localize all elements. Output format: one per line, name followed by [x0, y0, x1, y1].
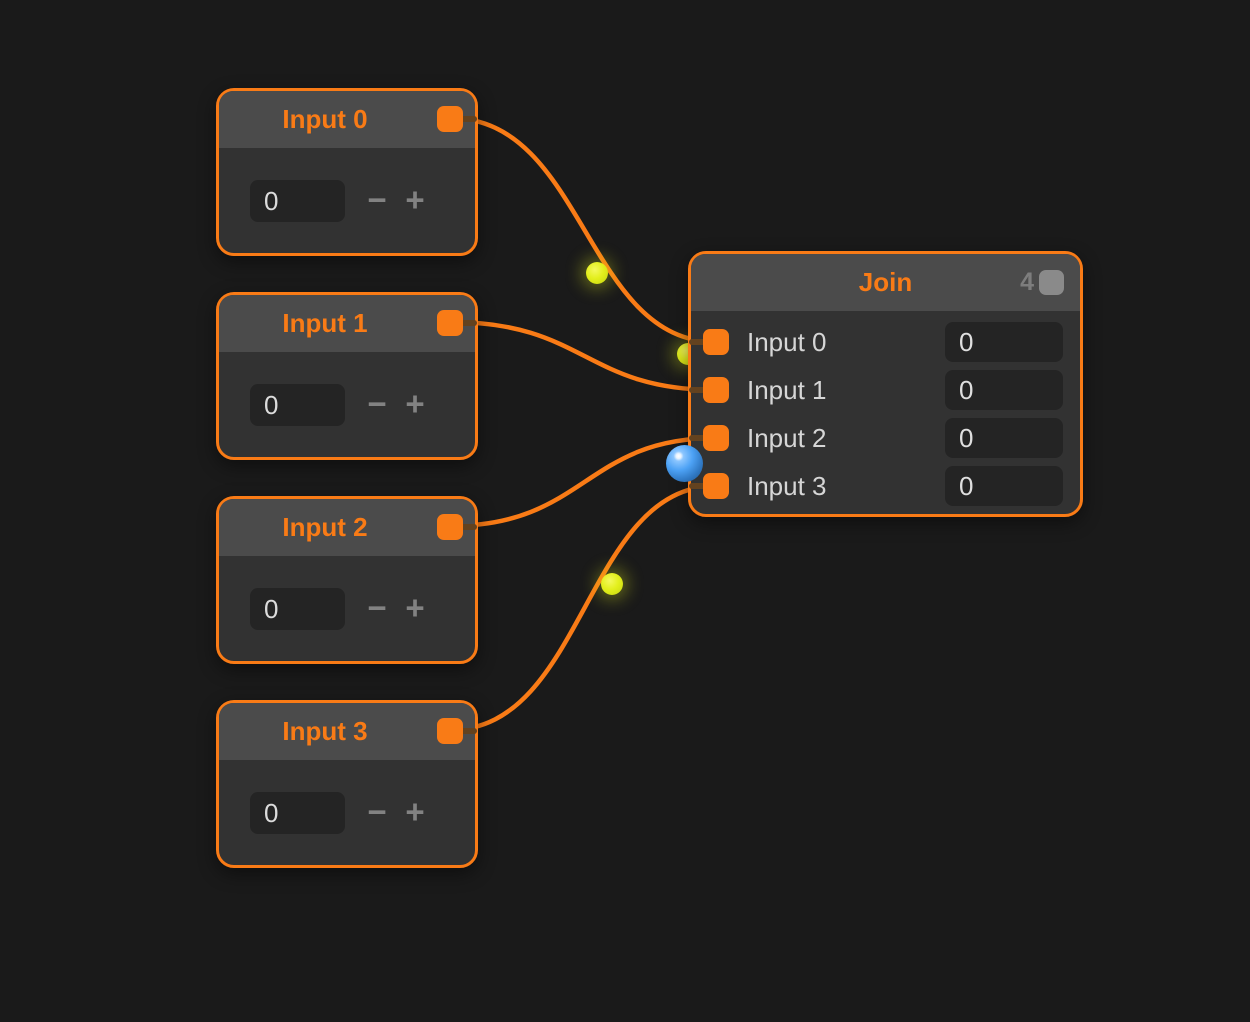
number-input[interactable]: 0	[250, 180, 345, 222]
node-header[interactable]: Input 3	[219, 703, 477, 760]
number-input[interactable]: 0	[250, 588, 345, 630]
decrement-button[interactable]: −	[367, 793, 387, 830]
port-count-badge: 4	[1020, 268, 1034, 296]
row-value-field[interactable]: 0	[945, 322, 1063, 362]
number-input[interactable]: 0	[250, 792, 345, 834]
node-header[interactable]: Input 0	[219, 91, 477, 148]
flow-particle	[586, 262, 608, 284]
input-node-1[interactable]: Input 1 0 − +	[216, 292, 478, 460]
wire-input1-to-join[interactable]	[447, 319, 719, 393]
row-label: Input 1	[747, 375, 827, 405]
wire-input0-to-join[interactable]	[447, 115, 719, 345]
node-title: Input 3	[282, 716, 368, 746]
wire-stub	[689, 339, 707, 345]
join-row-input2: Input 2 0	[689, 414, 1080, 462]
input-node-0[interactable]: Input 0 0 − +	[216, 88, 478, 256]
output-port[interactable]	[437, 514, 463, 540]
join-row-input1: Input 1 0	[689, 366, 1080, 414]
join-node[interactable]: Join 4 Input 0 0 Input 1 0 Input 2 0	[688, 251, 1083, 517]
row-value-field[interactable]: 0	[945, 370, 1063, 410]
input-node-2[interactable]: Input 2 0 − +	[216, 496, 478, 664]
output-port[interactable]	[437, 310, 463, 336]
wire-stub	[689, 435, 707, 441]
wire-stub	[689, 387, 707, 393]
node-title: Input 1	[282, 308, 368, 338]
node-header[interactable]: Input 1	[219, 295, 477, 352]
input-port[interactable]	[703, 473, 729, 499]
wire-input2-to-join[interactable]	[447, 435, 719, 529]
output-port[interactable]	[437, 106, 463, 132]
decrement-button[interactable]: −	[367, 589, 387, 626]
wire-stub	[453, 320, 477, 326]
node-body: 0 − +	[219, 556, 475, 661]
join-row-input0: Input 0 0	[689, 318, 1080, 366]
node-body: 0 − +	[219, 352, 475, 457]
node-title: Join	[858, 267, 913, 297]
flow-particle	[601, 573, 623, 595]
node-title: Input 0	[282, 104, 368, 134]
row-label: Input 0	[747, 327, 827, 357]
input-port[interactable]	[703, 329, 729, 355]
input-port[interactable]	[703, 425, 729, 451]
wire-input3-to-join[interactable]	[447, 483, 719, 733]
row-value-field[interactable]: 0	[945, 466, 1063, 506]
number-input[interactable]: 0	[250, 384, 345, 426]
output-port[interactable]	[437, 718, 463, 744]
increment-button[interactable]: +	[405, 589, 425, 626]
decrement-button[interactable]: −	[367, 181, 387, 218]
node-header[interactable]: Input 2	[219, 499, 477, 556]
input-port[interactable]	[703, 377, 729, 403]
increment-button[interactable]: +	[405, 181, 425, 218]
wire-stub	[689, 483, 707, 489]
cursor-orb	[666, 445, 703, 482]
wire-stub	[453, 524, 477, 530]
node-header[interactable]: Join 4	[691, 254, 1080, 311]
input-node-3[interactable]: Input 3 0 − +	[216, 700, 478, 868]
row-value-field[interactable]: 0	[945, 418, 1063, 458]
wire-stub	[453, 728, 477, 734]
collapsed-port-icon[interactable]	[1039, 270, 1064, 295]
increment-button[interactable]: +	[405, 793, 425, 830]
node-title: Input 2	[282, 512, 368, 542]
row-label: Input 3	[747, 471, 827, 501]
increment-button[interactable]: +	[405, 385, 425, 422]
decrement-button[interactable]: −	[367, 385, 387, 422]
row-label: Input 2	[747, 423, 827, 453]
wire-stub	[453, 116, 477, 122]
join-row-input3: Input 3 0	[689, 462, 1080, 510]
node-body: 0 − +	[219, 760, 475, 865]
node-body: 0 − +	[219, 148, 475, 253]
